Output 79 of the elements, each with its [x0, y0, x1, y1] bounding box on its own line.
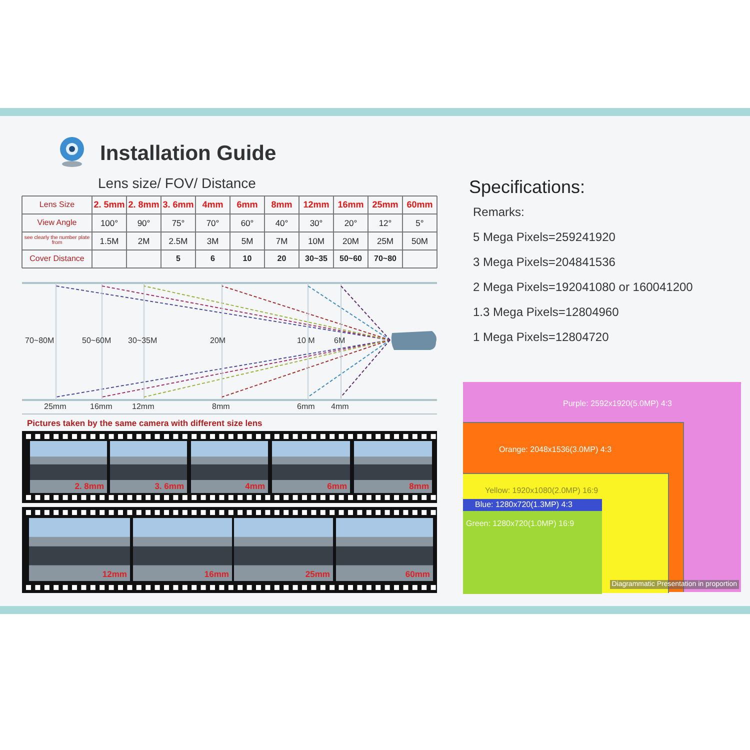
lens-label: 4mm: [245, 482, 265, 490]
lens-label: 16mm: [90, 403, 112, 411]
resolution-area: [463, 382, 741, 592]
table-value: 30°: [310, 218, 323, 228]
column-header: 6mm: [236, 200, 258, 210]
resolution-label: Orange: 2048x1536(3.0MP) 4:3: [499, 446, 612, 454]
resolution-label: Purple: 2592x1920(5.0MP) 4:3: [563, 400, 672, 408]
table-value: 60°: [240, 218, 254, 228]
table-value: 2.5M: [168, 236, 188, 246]
table-value: 2M: [138, 236, 150, 246]
subtitle: Lens size/ FOV/ Distance: [98, 176, 256, 190]
column-header: 4mm: [202, 200, 224, 210]
section-heading: Specifications:: [469, 178, 586, 196]
lens-label: 4mm: [331, 403, 349, 411]
lens-label: 3. 6mm: [154, 482, 184, 490]
lens-label: 8mm: [212, 403, 230, 411]
lens-label: 16mm: [204, 570, 229, 578]
table-value: 25M: [376, 236, 394, 246]
table-value: 1.5M: [100, 236, 119, 246]
table-value: 6: [210, 255, 215, 263]
table-value: 70°: [206, 218, 220, 228]
table-value: 50M: [411, 236, 428, 246]
resolution-label: Yellow: 1920x1080(2.0MP) 16:9: [485, 487, 598, 495]
distance-label: 20M: [210, 337, 226, 345]
column-header: 2. 8mm: [128, 200, 160, 210]
table-value: 12°: [378, 218, 392, 228]
specification-line: 1.3 Mega Pixels=12804960: [473, 306, 619, 318]
column-header: 2. 5mm: [94, 200, 125, 210]
column-header: 25mm: [372, 200, 398, 210]
remarks-label: Remarks:: [473, 206, 524, 218]
lens-label: 6mm: [297, 403, 315, 411]
lens-label: 8mm: [409, 482, 429, 490]
column-header: 3. 6mm: [162, 200, 194, 210]
column-header: 12mm: [303, 200, 330, 210]
column-header: 60mm: [406, 200, 433, 210]
lens-label: 12mm: [132, 403, 154, 411]
table-value: 30~35: [305, 255, 328, 263]
resolution-area: [463, 499, 602, 511]
lens-label: 25mm: [44, 403, 66, 411]
distance-label: 6M: [334, 337, 346, 345]
table-value: 70~80: [374, 255, 396, 263]
specification-line: 5 Mega Pixels=259241920: [473, 231, 616, 243]
table-value: 40°: [275, 218, 288, 228]
table-value: 20: [277, 255, 286, 263]
lens-label: 2. 8mm: [74, 482, 104, 490]
table-value: 100°: [100, 218, 118, 228]
lens-label: 60mm: [405, 570, 430, 578]
table-value: 10M: [308, 236, 325, 246]
table-value: 50~60: [340, 255, 362, 263]
resolution-label: Green: 1280x720(1.0MP) 16:9: [466, 520, 574, 528]
specification-line: 1 Mega Pixels=12804720: [473, 331, 609, 343]
resolution-label: Blue: 1280x720(1.3MP) 4:3: [475, 501, 572, 509]
distance-label: 10 M: [297, 337, 315, 345]
table-value: 5°: [416, 218, 424, 228]
table-value: 5M: [241, 236, 254, 246]
specification-line: 3 Mega Pixels=204841536: [473, 256, 616, 268]
column-header: 8mm: [271, 200, 292, 210]
title: Installation Guide: [100, 143, 276, 164]
table-value: 90°: [137, 218, 150, 228]
row-header: View Angle: [36, 219, 78, 227]
table-value: 10: [242, 255, 252, 263]
column-header: 16mm: [338, 200, 364, 210]
distance-label: 50~60M: [82, 337, 112, 345]
row-header: Lens Size: [38, 201, 76, 209]
section-heading: Pictures taken by the same camera with different size lens: [27, 419, 262, 428]
distance-label: 70~80M: [25, 337, 54, 345]
table-value: 20M: [342, 236, 360, 246]
resolution-area: [463, 511, 602, 594]
lens-label: 25mm: [305, 570, 330, 578]
table-value: 75°: [172, 218, 185, 228]
distance-label: 30~35M: [128, 337, 158, 345]
lens-label: 6mm: [327, 482, 347, 490]
table-value: 20°: [344, 218, 358, 228]
table-value: 5: [176, 255, 180, 263]
table-value: 7M: [276, 236, 288, 246]
specification-line: 2 Mega Pixels=192041080 or 160041200: [473, 281, 693, 293]
table-value: 3M: [206, 236, 219, 246]
row-header: Cover Distance: [30, 255, 84, 263]
lens-label: 12mm: [102, 570, 127, 578]
